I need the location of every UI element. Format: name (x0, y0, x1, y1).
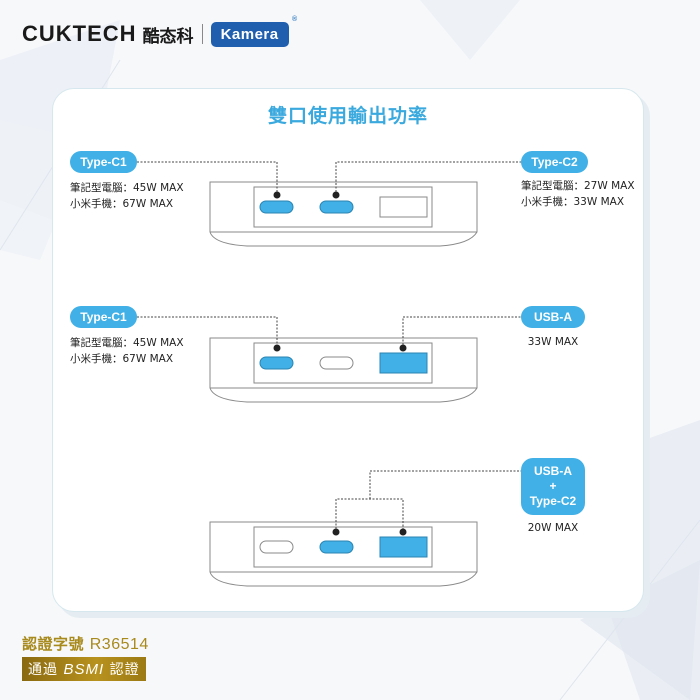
brand-header: CUKTECH 酷态科 Kamera ® (22, 16, 297, 50)
spec-line: 小米手機：67W MAX (70, 353, 174, 365)
badge-line: Type-C2 (529, 494, 577, 508)
badge-line: USB-A (534, 464, 572, 478)
certification-block: 認證字號 R36514 通過 BSMI 認證 (22, 633, 149, 681)
kamera-logo-text: Kamera (220, 25, 279, 43)
cuktech-cn-logo: 酷态科 (142, 26, 194, 47)
spec-line: 小米手機：33W MAX (521, 196, 625, 208)
type-c1-badge: Type-C1 (70, 151, 137, 173)
usb-a-specs: 33W MAX (521, 334, 585, 350)
usb-a-plus-type-c2-badge: USB-A + Type-C2 (521, 458, 585, 515)
type-c2-badge: Type-C2 (521, 151, 588, 173)
bsmi-badge: 通過 BSMI 認證 (22, 657, 146, 681)
badge-line: + (549, 479, 557, 493)
bsmi-brand: BSMI (63, 661, 105, 678)
type-c2-specs: 筆記型電腦：27W MAX 小米手機：33W MAX (521, 178, 635, 210)
usb-a-badge: USB-A (521, 306, 585, 328)
type-c1-badge: Type-C1 (70, 306, 137, 328)
spec-line: 20W MAX (527, 522, 579, 534)
certification-number-line: 認證字號 R36514 (22, 633, 149, 654)
combined-specs: 20W MAX (521, 520, 585, 536)
spec-line: 筆記型電腦：27W MAX (521, 180, 635, 192)
certification-label: 認證字號 (22, 635, 85, 653)
type-c1-specs: 筆記型電腦：45W MAX 小米手機：67W MAX (70, 180, 184, 212)
spec-line: 筆記型電腦：45W MAX (70, 337, 184, 349)
certification-number: R36514 (89, 636, 149, 653)
type-c1-specs: 筆記型電腦：45W MAX 小米手機：67W MAX (70, 335, 184, 367)
brand-divider (201, 24, 203, 44)
card-title: 雙口使用輸出功率 (267, 105, 428, 127)
registered-mark: ® (291, 15, 298, 23)
cuktech-logo: CUKTECH (22, 21, 137, 46)
bsmi-prefix: 通過 (28, 662, 58, 678)
spec-line: 33W MAX (527, 336, 579, 348)
spec-line: 小米手機：67W MAX (70, 198, 174, 210)
bsmi-suffix: 認證 (109, 662, 140, 678)
kamera-logo: Kamera ® (210, 16, 297, 47)
spec-line: 筆記型電腦：45W MAX (70, 182, 184, 194)
